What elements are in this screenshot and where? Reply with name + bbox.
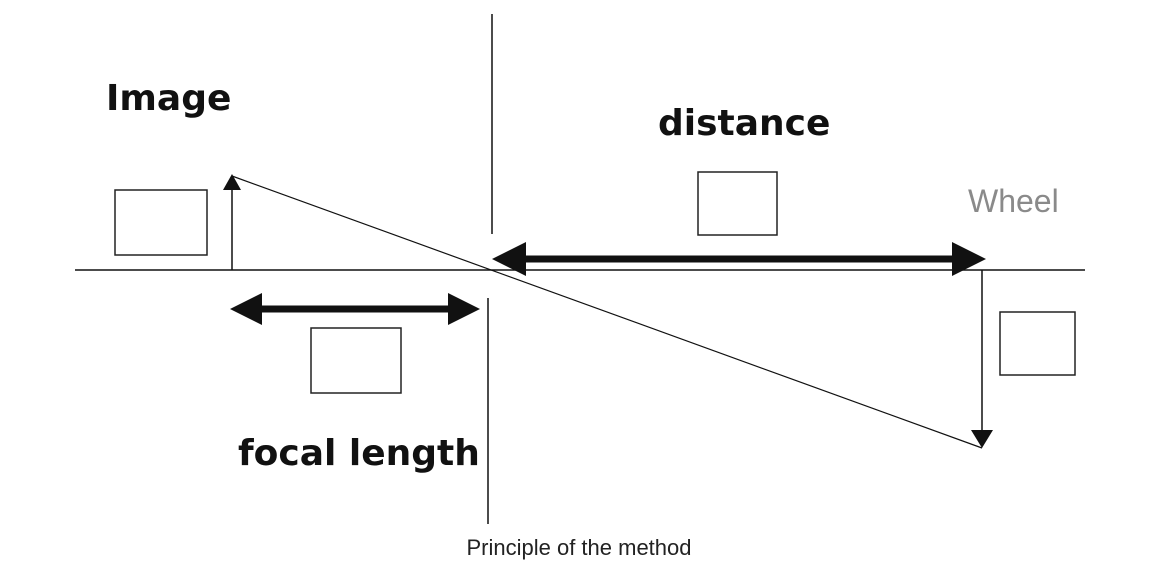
diagram-caption: Principle of the method xyxy=(466,535,691,560)
distance-arrow-right-head xyxy=(952,242,986,276)
image-arrow-head xyxy=(223,174,241,190)
wheel-arrow-head xyxy=(971,430,993,448)
image-label: Image xyxy=(106,78,231,119)
distance-box[interactable] xyxy=(697,171,778,236)
focal-length-box[interactable] xyxy=(310,327,402,394)
light-ray xyxy=(231,175,983,449)
distance-label: distance xyxy=(658,103,830,144)
focal-length-arrow-right-head xyxy=(448,293,480,325)
wheel-label: Wheel xyxy=(968,183,1059,219)
focal-length-arrow-left-head xyxy=(230,293,262,325)
distance-arrow-left-head xyxy=(492,242,526,276)
wheel-size-box[interactable] xyxy=(999,311,1076,376)
focal-length-label: focal length xyxy=(238,433,480,474)
image-size-box[interactable] xyxy=(114,189,208,256)
